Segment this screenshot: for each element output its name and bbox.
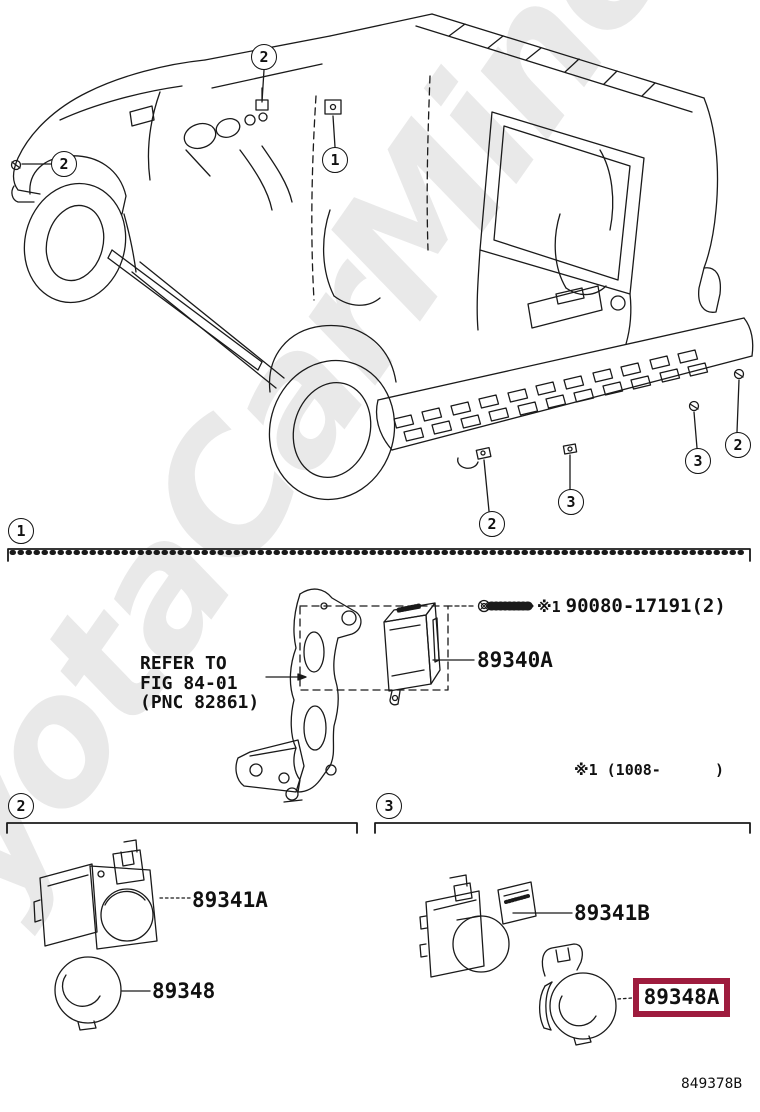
section2-bracket-line	[6, 822, 358, 834]
sensor-icon	[324, 99, 342, 115]
bolt-icon	[733, 368, 745, 380]
refer-line-3: (PNC 82861)	[140, 692, 260, 713]
sensor-89341B-drawing	[419, 874, 573, 978]
refer-note: REFER TO FIG 84-01 (PNC 82861)	[140, 654, 259, 713]
callout-leader-lines	[10, 69, 745, 512]
asterisk-1-prefix: ※1	[537, 598, 561, 616]
screw-part-note: ※1 90080-17191(2)	[537, 597, 726, 616]
callout-2-roof: 2	[251, 44, 277, 70]
screw-part-number: 90080-17191(2)	[565, 595, 726, 617]
callout-3-bumper-mid: 3	[558, 489, 584, 515]
highlight-box-89348A: 89348A	[633, 978, 730, 1017]
bolt-icon	[10, 159, 22, 171]
part-label-89341A: 89341A	[192, 888, 268, 912]
variant-note: ※1 (1008- )	[574, 761, 725, 779]
callout-2-bumper-left: 2	[479, 511, 505, 537]
sensor-icon	[562, 443, 578, 455]
callout-3-bumper-right: 3	[685, 448, 711, 474]
part-label-89340A: 89340A	[477, 648, 553, 672]
ecu-dashed-box	[299, 605, 477, 691]
section-3-header: 3	[376, 793, 402, 819]
section3-bracket-line	[374, 822, 751, 834]
refer-line-2: FIG 84-01	[140, 672, 238, 694]
section-1-header: 1	[8, 518, 34, 544]
callout-1-pillar: 1	[322, 147, 348, 173]
retainer-89348-drawing	[54, 956, 151, 1031]
refer-line-1: REFER TO	[140, 653, 227, 674]
sensor-icon	[475, 446, 492, 460]
callout-2-bumper-corner: 2	[725, 432, 751, 458]
screw-icon	[477, 599, 535, 613]
retainer-89348A-drawing	[538, 943, 633, 1046]
diagram-number: 849378B	[681, 1076, 743, 1092]
mounting-bracket-drawing	[235, 588, 362, 803]
ecu-drawing	[383, 602, 475, 706]
sensor-89341A-drawing	[33, 839, 191, 950]
part-label-89348A: 89348A	[643, 985, 720, 1009]
section-2-header: 2	[8, 793, 34, 819]
part-label-89348: 89348	[152, 979, 216, 1003]
vehicle-illustration	[11, 13, 754, 501]
callout-2-front: 2	[51, 151, 77, 177]
sensor-icon	[255, 87, 269, 111]
part-label-89341B: 89341B	[574, 901, 650, 925]
bolt-icon	[688, 400, 700, 412]
section1-bracket-line	[7, 548, 751, 562]
